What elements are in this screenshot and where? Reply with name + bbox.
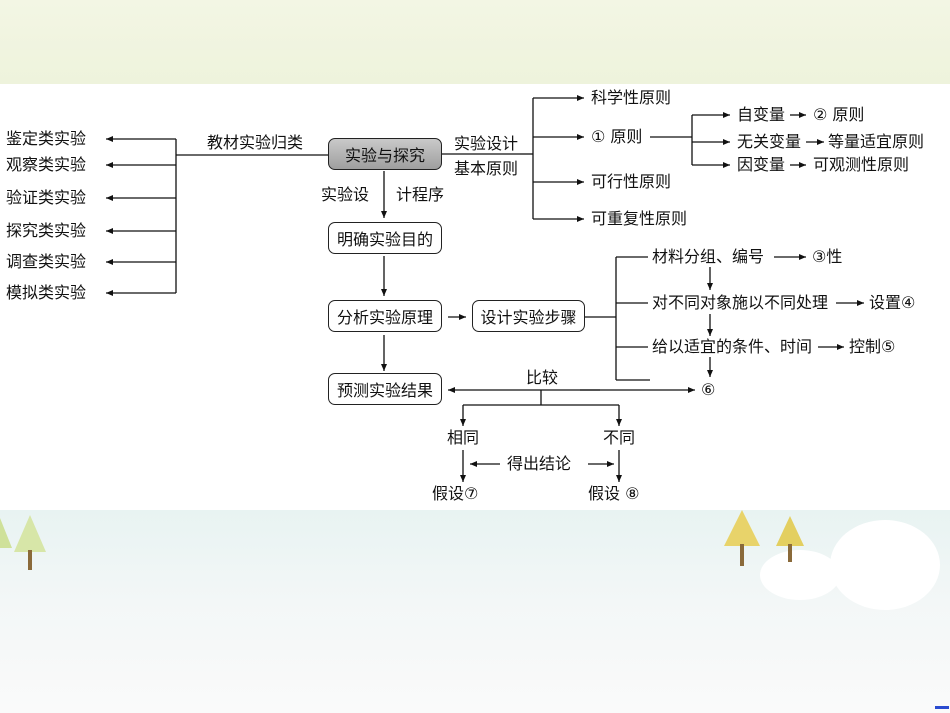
principle-one: ① 原则: [591, 127, 643, 146]
principle-feasible: 可行性原则: [591, 172, 672, 191]
var-irrelevant: 无关变量: [737, 132, 802, 151]
left-item-exploration: 探究类实验: [6, 221, 87, 240]
trees-illustration: [0, 510, 804, 570]
left-item-survey: 调查类实验: [6, 252, 87, 271]
compare-label: 比较: [526, 368, 559, 387]
step-predict-results: 预测实验结果: [328, 373, 442, 405]
procedure-label-part1: 实验设: [321, 185, 370, 204]
left-item-simulation: 模拟类实验: [6, 283, 87, 302]
edge-label-textbook: 教材实验归类: [207, 133, 304, 152]
step-material-grouping: 材料分组、编号: [652, 247, 765, 266]
center-node: 实验与探究: [328, 138, 442, 170]
step-design-procedure: 设计实验步骤: [472, 300, 585, 332]
independent-result: ② 原则: [813, 105, 865, 124]
hypothesis-different: 假设 ⑧: [588, 484, 640, 503]
winter-scene-background: [0, 510, 950, 713]
edge-label-design-2: 基本原则: [454, 159, 519, 178]
principle-repeatable: 可重复性原则: [591, 209, 688, 228]
treatment-result: 设置④: [869, 293, 916, 312]
left-item-observation: 观察类实验: [6, 155, 87, 174]
edge-label-design-1: 实验设计: [454, 134, 519, 153]
corner-mark: [935, 706, 949, 709]
left-item-identification: 鉴定类实验: [6, 129, 87, 148]
left-item-verification: 验证类实验: [6, 188, 87, 207]
conditions-result: 控制⑤: [849, 337, 896, 356]
result-same: 相同: [447, 428, 480, 447]
hypothesis-same: 假设⑦: [432, 484, 479, 503]
snow-mound: [760, 550, 840, 600]
step-six: ⑥: [701, 380, 716, 399]
var-independent: 自变量: [737, 105, 786, 124]
principle-scientific: 科学性原则: [591, 88, 672, 107]
dependent-result: 可观测性原则: [813, 155, 910, 174]
snow-mound: [830, 520, 940, 610]
step-treatment: 对不同对象施以不同处理: [652, 293, 829, 312]
step-conditions: 给以适宜的条件、时间: [652, 337, 813, 356]
irrelevant-result: 等量适宜原则: [828, 132, 925, 151]
diagram-panel: [0, 84, 950, 510]
var-dependent: 因变量: [737, 155, 786, 174]
result-different: 不同: [603, 428, 636, 447]
top-background-band: [0, 0, 950, 84]
step-define-purpose: 明确实验目的: [328, 222, 442, 254]
step-analyze-principle: 分析实验原理: [328, 300, 442, 332]
procedure-label-part2: 计程序: [396, 185, 445, 204]
material-result: ③性: [812, 247, 843, 266]
conclusion-label: 得出结论: [507, 454, 572, 473]
connector-lines: [106, 95, 864, 482]
